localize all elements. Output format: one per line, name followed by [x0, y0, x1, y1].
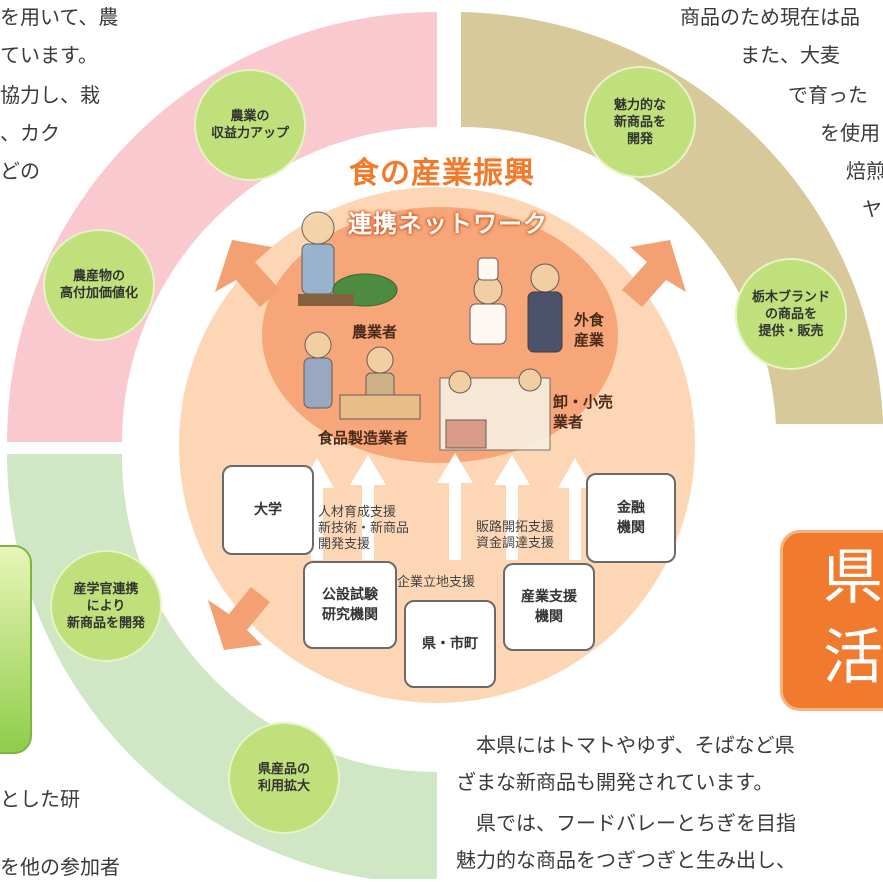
bottom-left-text-line-1: とした研 — [0, 787, 80, 811]
role-food-maker: 食品製造業者 — [318, 429, 409, 447]
right-text-line-6: ヤ — [862, 197, 882, 221]
role-retail: 卸・小売 業者 — [553, 393, 614, 431]
arrow-up-2 — [350, 455, 386, 560]
arrow-top-left — [215, 240, 280, 307]
box-finance: 金融 機関 — [586, 473, 676, 563]
arrow-up-3 — [437, 453, 473, 560]
bubble-high-value-added: 農産物の 高付加価値化 — [43, 229, 155, 341]
box-university: 大学 — [222, 465, 314, 555]
bottom-text-line-4: 魅力的な商品をつぎつぎと生み出し、 — [456, 848, 796, 872]
label-hr-support: 人材育成支援 新技術・新商品 開発支援 — [318, 505, 410, 552]
badge-line-2: 活 — [823, 623, 883, 693]
arrow-bottom-left — [208, 587, 270, 650]
right-text-line-5: 焙煎 — [846, 159, 883, 183]
bubble-farm-profit: 農業の 収益力アップ — [194, 69, 306, 181]
left-text-line-5: どの — [0, 159, 40, 183]
right-text-line-2: また、大麦 — [740, 43, 840, 67]
center-subtitle: 連携ネットワーク — [348, 210, 548, 238]
illustration-food-maker — [303, 331, 421, 420]
right-text-line-4: を使用 — [820, 121, 880, 145]
left-text-line-1: を用いて、農 — [0, 5, 119, 29]
label-location-support: 企業立地支援 — [397, 575, 476, 590]
bottom-text-line-2: ざまな新商品も開発されています。 — [456, 770, 774, 794]
bubble-industry-academia: 産学官連携 により 新商品を開発 — [50, 550, 162, 662]
right-text-line-1: 商品のため現在は品 — [680, 5, 860, 29]
badge-line-1: 県 — [823, 543, 883, 613]
arrow-top-right — [622, 240, 686, 307]
left-green-panel — [0, 545, 32, 754]
illustration-retail — [439, 368, 551, 451]
left-text-line-2: ています。 — [0, 43, 98, 67]
box-public-lab: 公設試験 研究機関 — [303, 561, 397, 649]
label-sales-support: 販路開拓支援 資金調達支援 — [476, 520, 555, 551]
illustration-chef — [469, 257, 563, 353]
role-farmer: 農業者 — [352, 323, 398, 341]
bubble-tochigi-brand: 栃木ブランド の商品を 提供・販売 — [735, 258, 847, 370]
left-text-line-3: 協力し、栽 — [0, 83, 100, 107]
bubble-attractive-products: 魅力的な 新商品を 開発 — [584, 66, 696, 178]
box-industry-support: 産業支援 機関 — [503, 563, 595, 651]
box-prefecture: 県・市町 — [404, 600, 496, 688]
right-text-line-3: で育った — [788, 83, 868, 107]
bubble-local-products: 県産品の 利用拡大 — [228, 722, 340, 834]
illustration-farmer — [298, 211, 398, 307]
role-food-service: 外食 産業 — [574, 311, 605, 349]
arrow-up-4 — [494, 455, 530, 560]
bottom-left-text-line-2: を他の参加者 — [0, 855, 120, 879]
prefecture-badge: 県 活 — [780, 530, 883, 711]
arrow-up-5 — [558, 458, 592, 560]
bottom-text-line-3: 県では、フードバレーとちぎを目指 — [476, 811, 796, 835]
center-title: 食の産業振興 — [349, 156, 535, 191]
bottom-text-line-1: 本県にはトマトやゆず、そばなど県 — [476, 733, 795, 757]
left-text-line-4: 、カク — [0, 121, 60, 145]
